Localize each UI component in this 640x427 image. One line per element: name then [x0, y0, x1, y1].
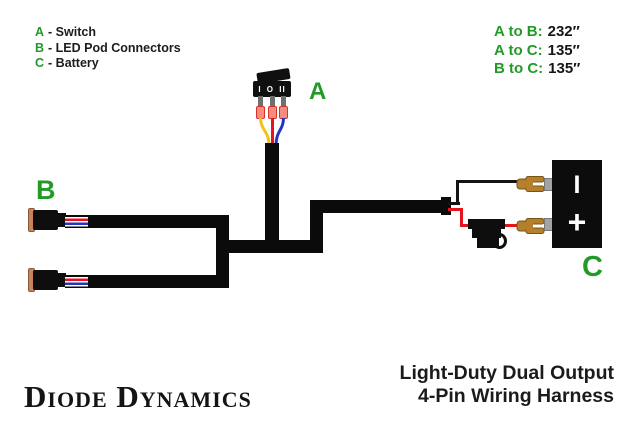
pod-connector-body — [33, 270, 58, 290]
battery — [552, 160, 602, 248]
battery-positive-symbol: + — [567, 204, 587, 240]
ground-wire — [456, 180, 522, 183]
ground-wire — [448, 202, 460, 205]
blue-wire — [274, 118, 285, 145]
legend-text: - LED Pod Connectors — [48, 40, 181, 55]
product-title-line2: 4-Pin Wiring Harness — [418, 385, 614, 407]
legend-key: C — [35, 56, 45, 71]
product-title-line1: Light-Duty Dual Output — [399, 362, 614, 384]
measurement-label: B to C: — [494, 60, 544, 77]
power-wire — [448, 208, 463, 211]
cable-right-vertical — [310, 200, 323, 253]
measurement-a-to-b: A to B: 232″ — [494, 23, 580, 42]
legend-item-battery: C - Battery — [35, 56, 181, 72]
measurement-label: A to B: — [494, 23, 543, 40]
cable-switch-drop — [265, 143, 279, 253]
measurements: A to B: 232″ A to C: 135″ B to C: 135″ — [494, 23, 580, 79]
fuse-holder-body — [472, 229, 501, 238]
measurement-value: 135″ — [548, 60, 581, 77]
battery-negative-symbol: I — [573, 171, 581, 199]
yellow-wire — [259, 118, 271, 145]
legend-text: - Battery — [48, 56, 99, 71]
legend: A - Switch B - LED Pod Connectors C - Ba… — [35, 25, 181, 72]
ground-wire — [456, 180, 459, 205]
label-a-switch: A — [309, 78, 327, 105]
cable-top-pod — [88, 215, 229, 228]
measurement-label: A to C: — [494, 41, 543, 59]
switch-markings: I O II — [258, 84, 286, 94]
measurement-value: 232″ — [547, 23, 580, 40]
pod-connector-neck — [56, 213, 66, 227]
brand-logo: Diode Dynamics — [24, 379, 252, 414]
pod-connector-wires — [65, 275, 89, 288]
label-c-battery: C — [582, 251, 603, 283]
measurement-a-to-c: A to C: 135″ — [494, 42, 580, 61]
pod-connector-body — [33, 210, 58, 230]
label-b-connectors: B — [36, 175, 56, 205]
cable-to-battery — [310, 200, 446, 213]
cable-end-cap — [441, 197, 451, 215]
legend-key: B — [35, 40, 45, 55]
switch-body: I O II — [253, 81, 291, 97]
power-wire — [460, 208, 463, 227]
legend-item-switch: A - Switch — [35, 25, 181, 41]
fuse-holder-top — [468, 219, 505, 229]
switch-wires-icon — [259, 118, 285, 145]
pod-connector-neck — [56, 273, 66, 287]
fork-terminal-icon — [516, 176, 545, 192]
measurement-b-to-c: B to C: 135″ — [494, 60, 580, 79]
measurement-value: 135″ — [547, 41, 580, 59]
legend-key: A — [35, 25, 45, 39]
switch-pin — [258, 96, 263, 107]
product-title: Light-Duty Dual Output 4-Pin Wiring Harn… — [400, 362, 614, 408]
switch-pin — [270, 96, 275, 107]
pod-connector-wires — [65, 215, 89, 228]
fuse-holder-cap — [477, 238, 499, 248]
fork-terminal-icon — [516, 218, 545, 234]
switch-pin — [281, 96, 286, 107]
legend-text: - Switch — [48, 25, 96, 39]
cable-bottom-pod — [88, 275, 229, 288]
legend-item-led-pod-connectors: B - LED Pod Connectors — [35, 41, 181, 57]
